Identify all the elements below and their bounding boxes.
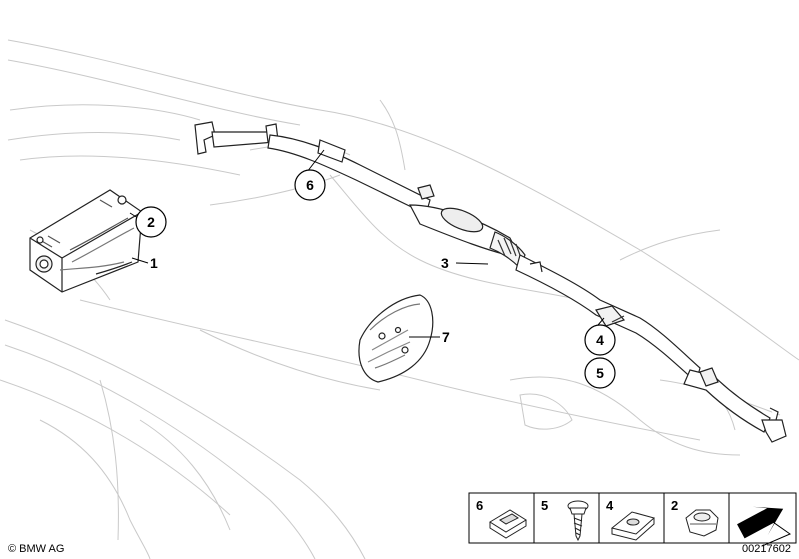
callout-2: 2 — [135, 206, 167, 238]
callout-6-label: 6 — [306, 177, 314, 193]
callout-4: 4 — [584, 324, 616, 356]
airbag-label-plate — [358, 294, 434, 383]
passenger-airbag-module — [29, 189, 143, 293]
callout-4-label: 4 — [596, 332, 604, 348]
legend-label-5: 5 — [541, 498, 548, 513]
callout-7: 7 — [442, 329, 450, 345]
callout-5-label: 5 — [596, 365, 604, 381]
drawing-number: 00217602 — [742, 543, 791, 555]
legend-cell-hex-nut: 2 — [671, 498, 719, 537]
legend-label-6: 6 — [476, 498, 483, 513]
legend-cell-spring-nut: 4 — [606, 498, 656, 541]
copyright-label: © BMW AG — [8, 543, 64, 555]
callout-5: 5 — [584, 357, 616, 389]
small-parts-legend: 6 5 4 2 — [468, 492, 797, 547]
car-body-outline — [0, 39, 799, 559]
legend-cell-screw: 5 — [541, 498, 589, 542]
legend-direction-arrow-icon — [737, 506, 792, 547]
callout-2-label: 2 — [147, 214, 155, 230]
legend-label-2: 2 — [671, 498, 678, 513]
callout-6: 6 — [294, 169, 326, 201]
legend-label-4: 4 — [606, 498, 614, 513]
curtain-airbag — [194, 121, 787, 443]
callout-3: 3 — [441, 255, 449, 271]
legend-cell-clip: 6 — [476, 498, 527, 539]
callout-1: 1 — [150, 255, 158, 271]
